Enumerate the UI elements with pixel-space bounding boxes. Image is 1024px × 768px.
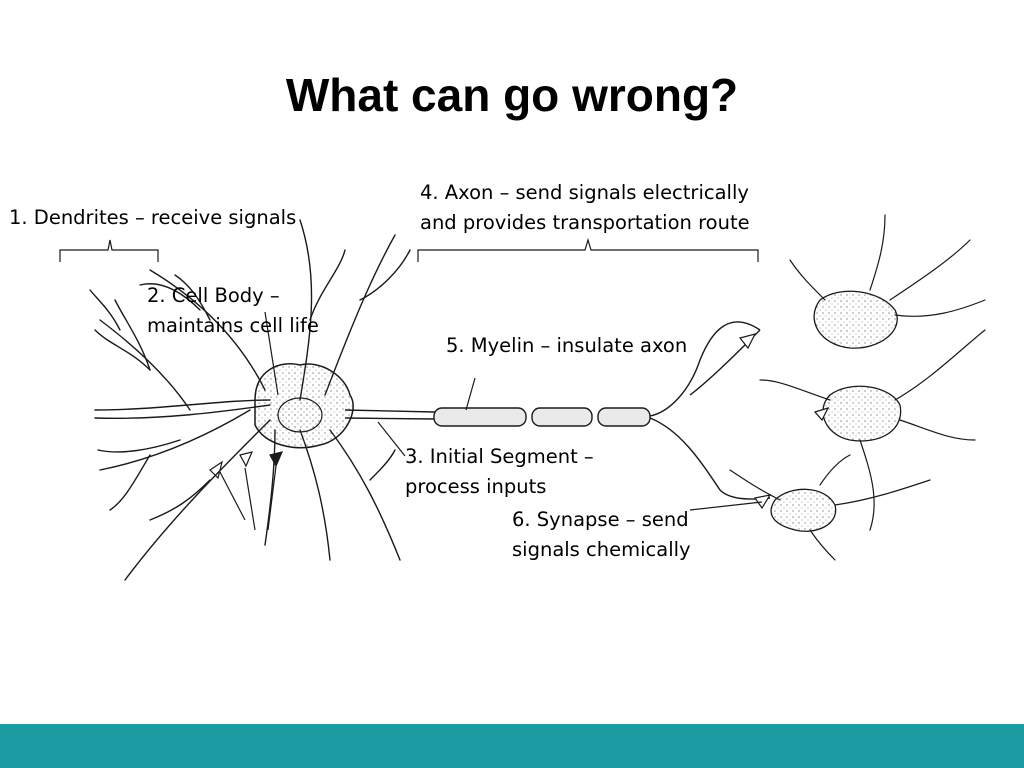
synapse-label-line2: signals chemically: [512, 538, 691, 561]
slide-title: What can go wrong?: [285, 69, 739, 121]
initial-segment-label: 3. Initial Segment – process inputs: [405, 442, 594, 502]
cell-body-label-line2: maintains cell life: [147, 314, 319, 337]
synaptic-terminals: [209, 451, 284, 531]
annotation-lines: [59, 237, 763, 511]
cell-body-leader: [264, 311, 279, 396]
axon: [344, 321, 771, 500]
cell-body-label-line1: 2. Cell Body –: [147, 284, 280, 307]
nucleus: [277, 397, 323, 433]
initial-segment-label-line2: process inputs: [405, 475, 547, 498]
axon-label: 4. Axon – send signals electrically and …: [420, 178, 750, 238]
initial-segment-label-line1: 3. Initial Segment –: [405, 445, 594, 468]
initial-segment-leader: [377, 421, 406, 457]
target-dendrites: [729, 214, 986, 561]
synapse-leader: [689, 501, 763, 511]
axon-label-line1: 4. Axon – send signals electrically: [420, 181, 749, 204]
synapse-label: 6. Synapse – send signals chemically: [512, 505, 691, 565]
dendrites: [89, 219, 411, 581]
cell-body-label: 2. Cell Body – maintains cell life: [147, 281, 319, 341]
axon-bracket: [417, 237, 759, 262]
target-neurons: [770, 290, 902, 532]
myelin-label: 5. Myelin – insulate axon: [446, 331, 687, 361]
synapse-label-line1: 6. Synapse – send: [512, 508, 689, 531]
myelin-label-text: 5. Myelin – insulate axon: [446, 334, 688, 357]
axon-label-line2: and provides transportation route: [420, 211, 750, 234]
myelin-leader: [465, 377, 476, 411]
dendrites-bracket: [59, 239, 159, 262]
footer-bar: [0, 724, 1024, 768]
dendrites-label: 1. Dendrites – receive signals: [9, 203, 296, 233]
synapse-terminals: [738, 333, 830, 510]
dendrites-label-text: 1. Dendrites – receive signals: [9, 206, 297, 229]
